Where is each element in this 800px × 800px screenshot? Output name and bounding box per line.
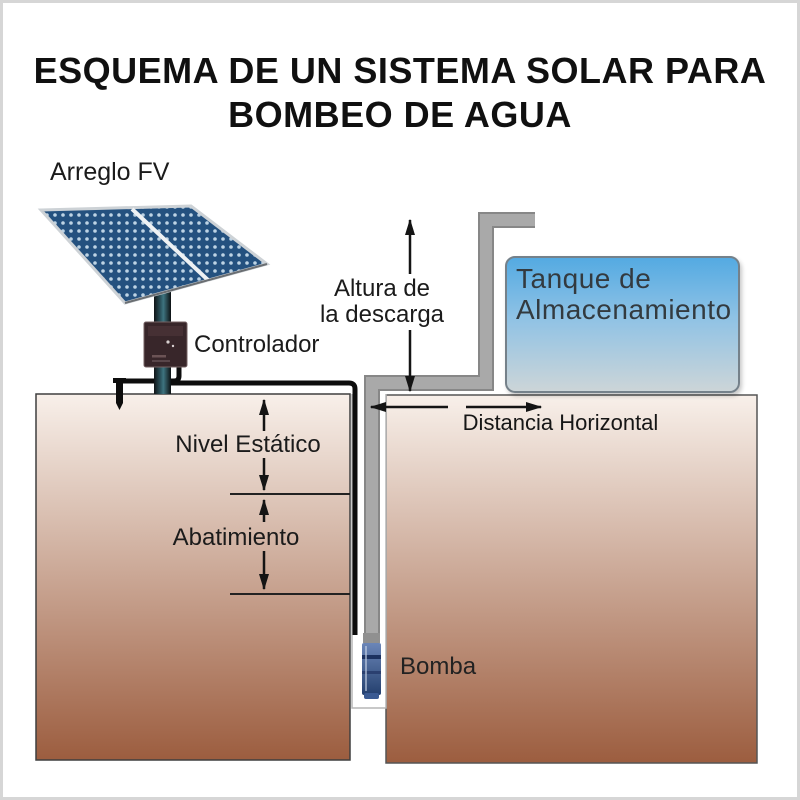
pv-array: [37, 204, 271, 305]
ground-left-block: [35, 393, 351, 761]
controller-box: [143, 321, 188, 368]
tank-label-line1: Tanque de: [516, 263, 652, 294]
pump: [362, 633, 381, 699]
diagram-canvas: [35, 204, 758, 764]
label-bomba: Bomba: [400, 653, 477, 680]
discharge-pipe: [366, 214, 535, 635]
storage-tank: Tanque de Almacenamiento: [505, 256, 740, 393]
label-nivel-estatico: Nivel Estático: [175, 431, 321, 458]
label-altura-descarga: Altura de la descarga: [296, 274, 468, 330]
tank-label-line2: Almacenamiento: [516, 294, 732, 325]
title-line2: BOMBEO DE AGUA: [228, 94, 572, 135]
label-distancia-horizontal: Distancia Horizontal: [462, 410, 659, 435]
title-line1: ESQUEMA DE UN SISTEMA SOLAR PARA: [33, 50, 767, 91]
ground-rod: [113, 378, 126, 410]
label-altura-line1: Altura de: [333, 275, 431, 302]
label-controlador: Controlador: [194, 331, 320, 358]
page-title: ESQUEMA DE UN SISTEMA SOLAR PARA BOMBEO …: [3, 49, 797, 137]
label-abatimiento: Abatimiento: [172, 524, 300, 551]
ground-right-block: [385, 394, 758, 764]
label-arreglo-fv: Arreglo FV: [50, 158, 170, 186]
label-altura-line2: la descarga: [319, 301, 445, 328]
pump-cable: [123, 366, 358, 635]
